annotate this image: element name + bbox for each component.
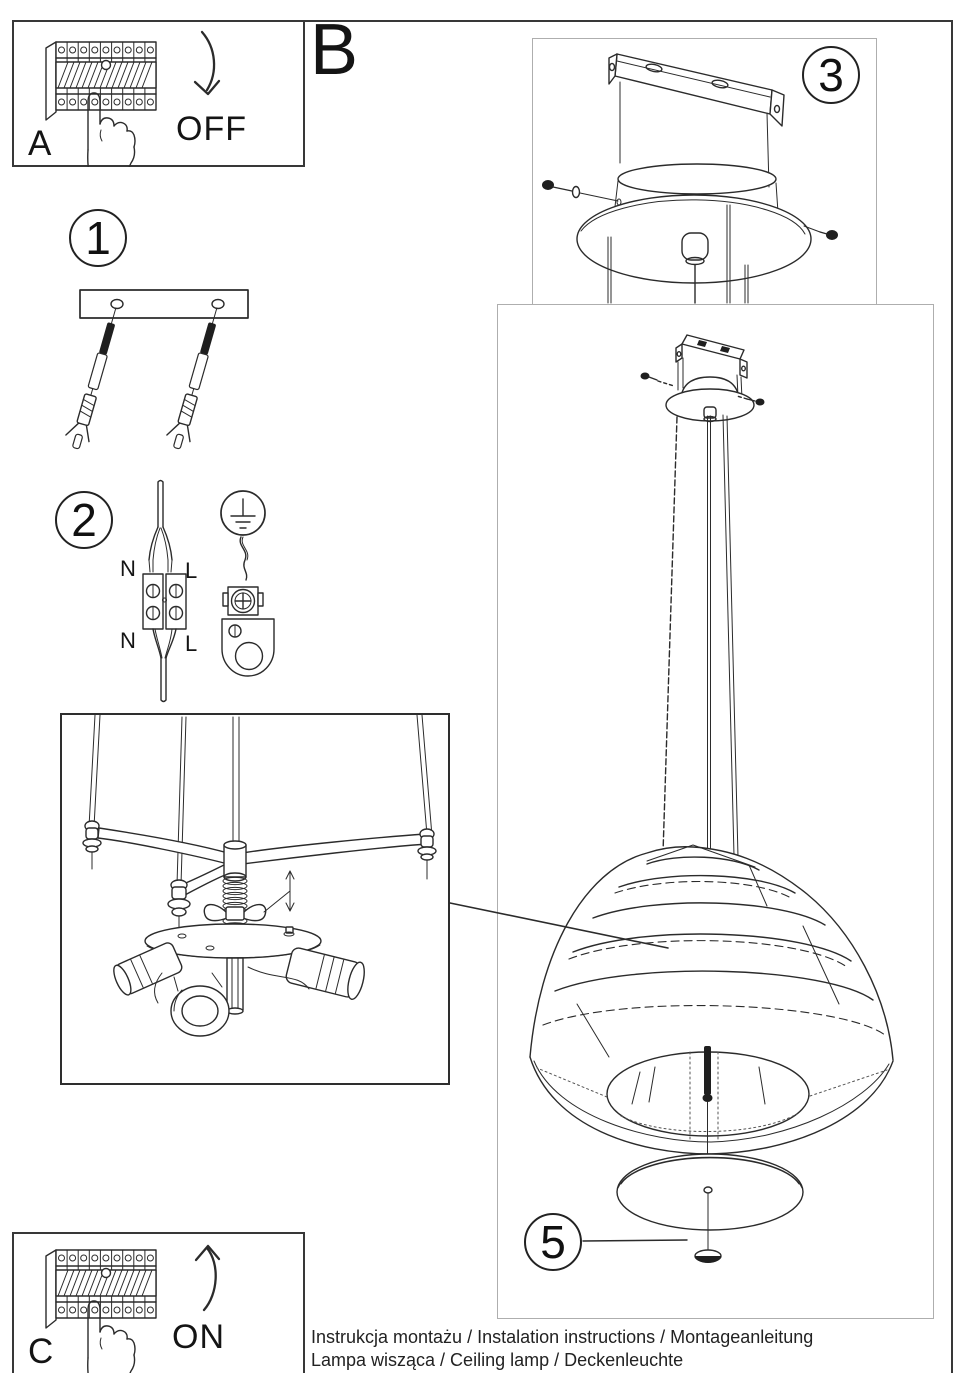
detail-leader-line <box>449 902 669 949</box>
step-5-badge: 5 <box>524 1213 582 1271</box>
step-3-badge: 3 <box>802 46 860 104</box>
pendant-lamp-drawing <box>529 334 894 1263</box>
height-adjust-arrow-icon <box>263 870 295 913</box>
section-b-frame <box>305 20 953 1373</box>
step-2-badge: 2 <box>55 491 113 549</box>
step-1-badge: 1 <box>69 209 127 267</box>
terminal-block-drawing <box>142 573 187 630</box>
footer-line-1: Instrukcja montażu / Instalation instruc… <box>311 1327 814 1347</box>
canopy-mounted-drawing <box>640 372 765 423</box>
panel-a-illustration <box>45 30 221 167</box>
panel-c-label: C <box>28 1332 54 1371</box>
canopy-screw-right <box>803 225 838 240</box>
wire-label-l-bottom: L <box>185 631 198 656</box>
mounting-bar-drawing <box>79 289 249 319</box>
off-arrow-icon <box>193 30 221 96</box>
main-assembly-panel <box>497 304 934 1319</box>
power-cord-drawing <box>148 479 173 573</box>
panel-c-box: C ON <box>12 1232 305 1373</box>
earth-clamp-drawing <box>221 586 275 677</box>
hanger-bracket-drawing <box>675 334 748 400</box>
off-label: OFF <box>176 110 247 148</box>
panel-a-label: A <box>28 124 52 163</box>
canopy-screw-left <box>542 180 622 206</box>
earth-wire-drawing <box>239 536 249 581</box>
spider-bracket-drawing <box>82 820 437 936</box>
step-3-number: 3 <box>818 49 844 101</box>
lamp-holder-assembly-drawing <box>82 715 437 1037</box>
lamp-holders-drawing <box>113 942 365 1037</box>
step-2-drawing <box>142 479 275 703</box>
step-3-drawing <box>542 53 838 304</box>
suspension-cables-drawing <box>88 715 433 886</box>
suspension-wires-drawing <box>662 414 739 858</box>
detail-panel <box>60 713 450 1085</box>
wall-anchor-drawing <box>65 307 117 450</box>
diffuser-disc-drawing <box>616 1153 804 1263</box>
panel-a-box: A OFF <box>12 20 305 167</box>
step-5-number: 5 <box>540 1216 566 1268</box>
wire-label-l-top: L <box>185 558 198 583</box>
step-2-number: 2 <box>71 494 97 546</box>
cord-bottom-drawing <box>152 628 177 703</box>
on-label: ON <box>172 1318 225 1356</box>
footer-line-2: Lampa wisząca / Ceiling lamp / Deckenleu… <box>311 1350 684 1370</box>
step-1-drawing <box>65 289 249 452</box>
earth-symbol-icon <box>220 490 266 536</box>
wire-label-n-top: N <box>120 556 136 581</box>
lampshade-drawing <box>529 844 894 1157</box>
breaker-panel-icon <box>45 1249 157 1373</box>
ceiling-bracket-drawing <box>608 53 785 188</box>
wire-label-n-bottom: N <box>120 628 136 653</box>
panel-c-illustration <box>45 1244 221 1373</box>
canopy-drawing <box>576 163 812 304</box>
step-1-number: 1 <box>85 212 111 264</box>
step-5-leader-line <box>582 1239 688 1242</box>
on-arrow-icon <box>194 1244 221 1312</box>
section-b-label: B <box>310 10 359 90</box>
